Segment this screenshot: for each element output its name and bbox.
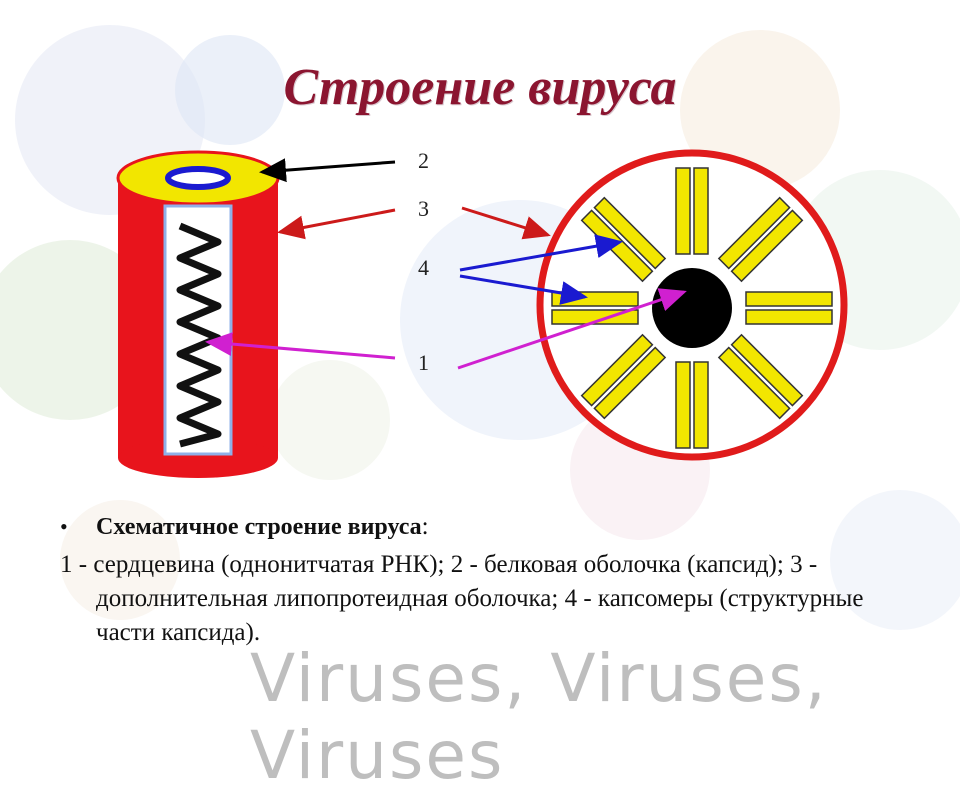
cylinder-virus	[116, 150, 280, 478]
caption-legend: 1 - сердцевина (однонитчатая РНК); 2 - б…	[60, 551, 864, 646]
arrow-4-upper	[459, 234, 623, 272]
virus-diagram: 2 3 4 1	[116, 148, 848, 478]
caption: • Схематичное строение вируса: 1 - сердце…	[60, 510, 900, 650]
capsomere-2-1	[717, 196, 791, 270]
arrow-4-lower	[459, 274, 588, 305]
cross-section	[536, 149, 848, 461]
label-2: 2	[418, 148, 429, 173]
label-3: 3	[418, 196, 429, 221]
capsomere-3-1	[745, 291, 833, 307]
capsomere-6-2	[580, 333, 654, 407]
capsomere-5-2	[675, 361, 691, 449]
caption-heading-line: • Схематичное строение вируса:	[60, 510, 900, 544]
caption-heading: Схематичное строение вируса	[96, 514, 422, 540]
page-title: Строение вируса	[283, 59, 677, 116]
capsomere-1-2	[693, 167, 709, 255]
label-4: 4	[418, 255, 429, 280]
capsomere-1-1	[675, 167, 691, 255]
core-top	[165, 166, 231, 190]
core-section	[652, 268, 732, 348]
capsomere-3-2	[745, 309, 833, 325]
capsomere-4-1	[730, 333, 804, 407]
arrow-3-left	[277, 208, 396, 240]
label-1: 1	[418, 350, 429, 375]
cylinder-bottom	[118, 438, 278, 478]
arrow-1-right	[457, 288, 687, 370]
capsomeres	[551, 167, 833, 449]
capsomere-4-2	[717, 346, 791, 420]
arrow-1-left	[205, 332, 396, 360]
capsomere-2-2	[730, 209, 804, 283]
background-illustration	[0, 25, 960, 630]
capsomere-6-1	[593, 346, 667, 420]
watermark: Viruses, Viruses, Viruses	[250, 640, 828, 794]
bullet-icon: •	[60, 514, 68, 539]
capsomere-8-2	[593, 196, 667, 270]
arrow-2	[259, 158, 396, 183]
capsomere-5-1	[693, 361, 709, 449]
arrow-3-right	[461, 206, 551, 240]
caption-colon: :	[421, 513, 429, 540]
